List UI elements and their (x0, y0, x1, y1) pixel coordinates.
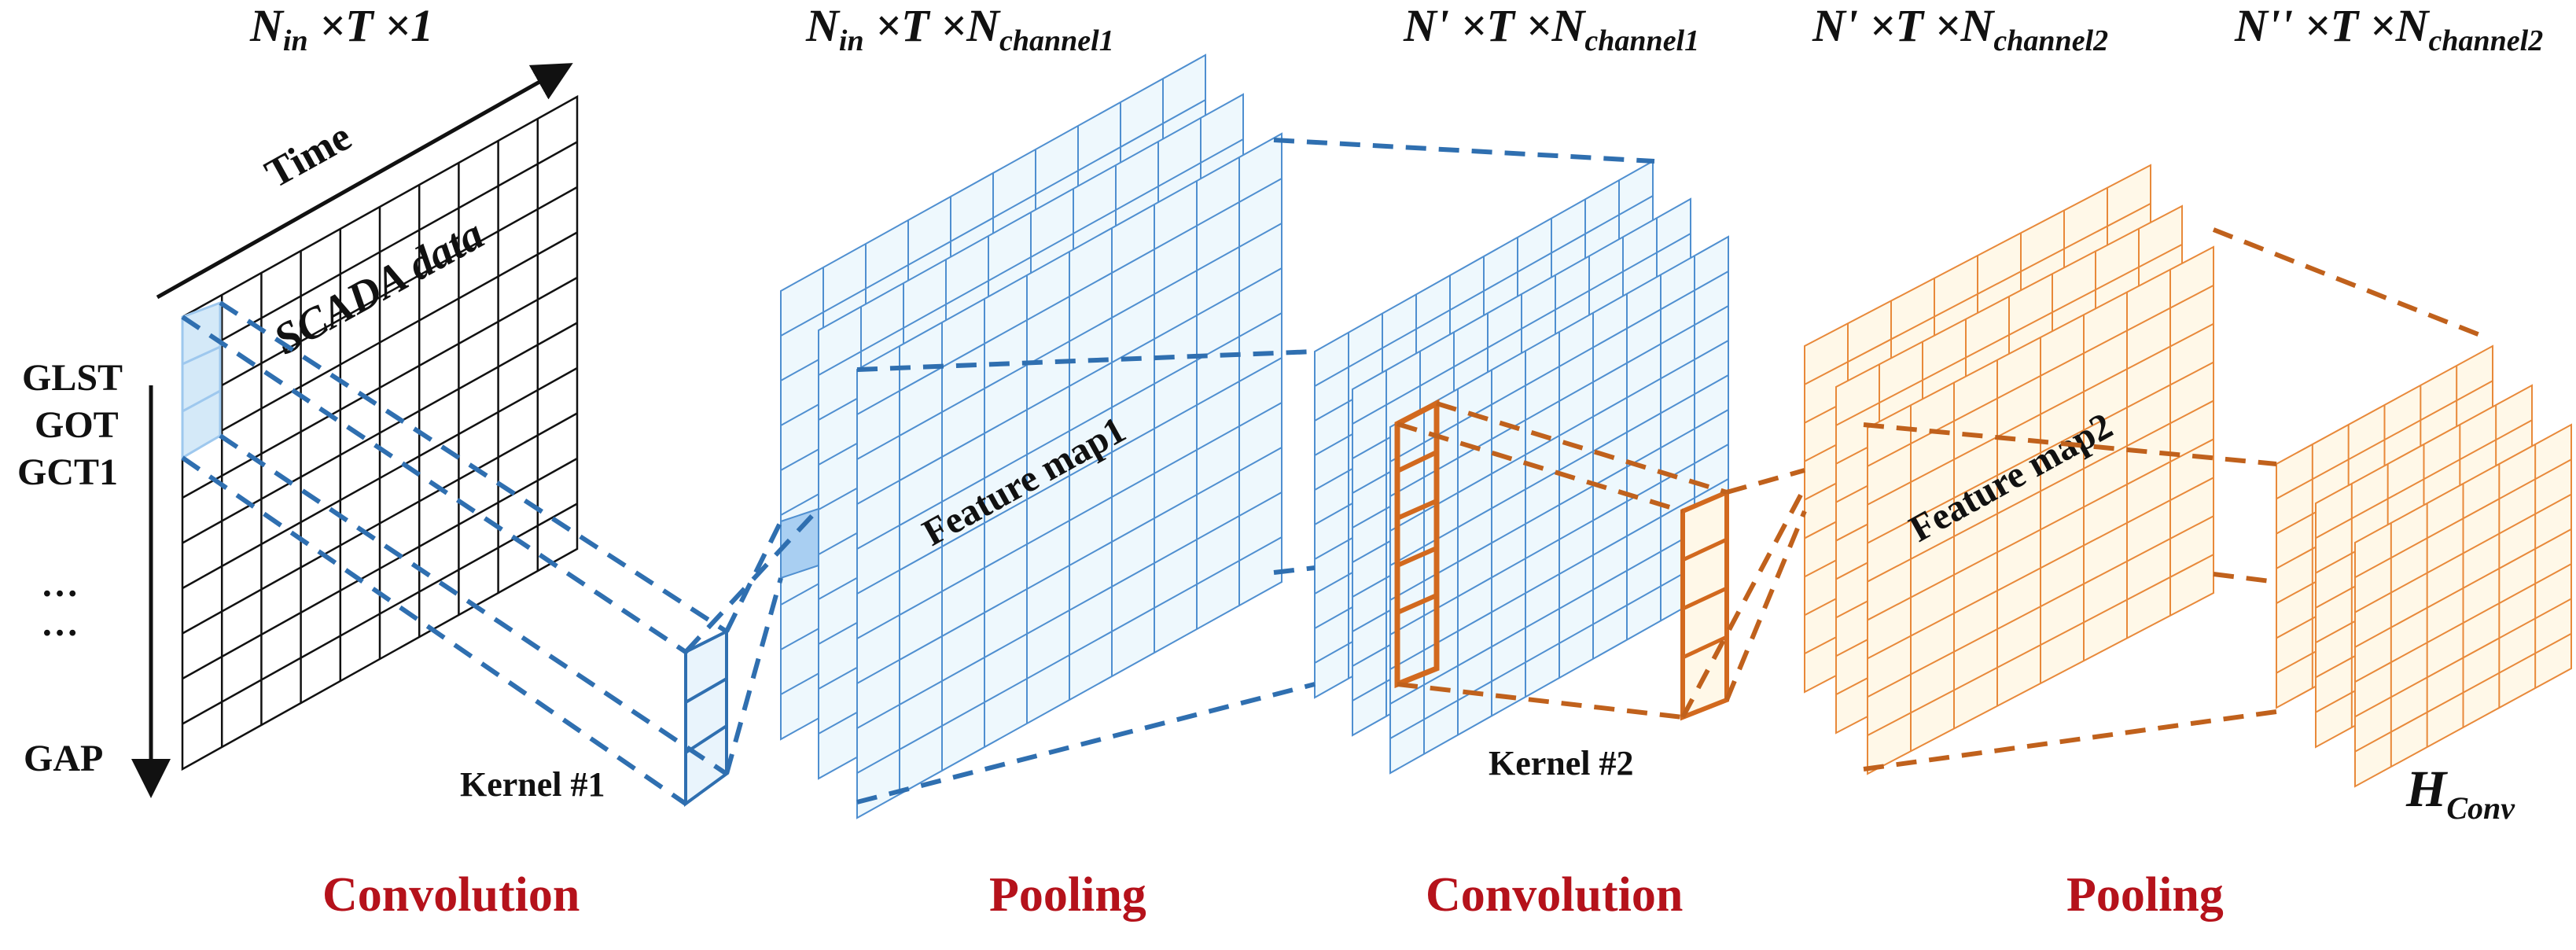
pool1-feature-maps (1314, 160, 1729, 775)
time-label: Time (258, 114, 359, 197)
row-label-gct1: GCT1 (17, 451, 118, 493)
grid-line (2315, 419, 2533, 539)
scada-input-grid (181, 94, 579, 771)
grid-line (1867, 322, 2214, 506)
kernel2-label: Kernel #2 (1489, 744, 1634, 782)
row-label-glst: GLST (22, 357, 123, 399)
grid-line (1804, 203, 2151, 385)
grid-line (1389, 340, 1729, 532)
output-label: HConv (2405, 760, 2515, 826)
time-arrow (156, 63, 573, 300)
grid-line (1867, 285, 2214, 467)
grid-line (856, 536, 1282, 774)
grid-line (182, 503, 578, 725)
conv1-feature-maps (780, 53, 1282, 819)
grid-line (182, 366, 578, 590)
row-label-ellipsis-2: … (41, 602, 79, 644)
dim-label-pool2: N'' ×T ×Nchannel2 (2234, 0, 2543, 57)
grid-line (818, 138, 1244, 376)
grid-line (1867, 515, 2214, 698)
grid-line (1389, 513, 1729, 705)
grid-line (2354, 493, 2572, 613)
orange-dashed-connectors (1397, 227, 2490, 771)
grid-line (2354, 528, 2572, 648)
grid-line (1389, 478, 1729, 670)
stage-title-convolution-2: Convolution (1426, 868, 1684, 922)
dim-label-input: Nin ×T ×1 (249, 0, 433, 57)
kernel1-block (684, 628, 728, 807)
pool2-feature-maps (2276, 344, 2572, 788)
grid-line (1867, 554, 2214, 736)
grid-line (1867, 361, 2214, 544)
grid-line (1389, 305, 1729, 497)
grid-line (1389, 271, 1729, 462)
conv2-feature-maps (1804, 164, 2214, 775)
grid-line (856, 267, 1282, 505)
stage-title-pooling-2: Pooling (2066, 868, 2224, 922)
grid-line (2354, 458, 2572, 579)
grid-line (856, 402, 1282, 639)
kernel1-highlight-cells (181, 300, 222, 460)
grid-line (1835, 244, 2183, 426)
grid-line (182, 141, 578, 363)
grid-line (1389, 409, 1729, 601)
grid-line (1867, 477, 2214, 660)
grid-line (2354, 632, 2572, 753)
kernel1-label: Kernel #1 (460, 765, 605, 804)
grid-line (182, 457, 578, 680)
blue-dashed-connectors (181, 138, 1655, 806)
grid-line (182, 322, 578, 544)
grid-line (1314, 195, 1654, 387)
stage-title-pooling-1: Pooling (989, 868, 1146, 922)
grid-line (856, 447, 1282, 684)
grid-line (856, 357, 1282, 595)
grid-line (1867, 400, 2214, 583)
grid-line (2354, 598, 2572, 718)
grid-line (182, 412, 578, 635)
grid-line (780, 99, 1206, 337)
grid-line (182, 186, 578, 409)
conv1-active-cell (780, 507, 819, 580)
grid-line (1352, 233, 1691, 425)
grid-line (856, 178, 1282, 415)
grid-line (856, 223, 1282, 460)
dim-label-conv1: Nin ×T ×Nchannel1 (805, 0, 1114, 57)
grid-line (182, 231, 578, 454)
row-label-gap: GAP (24, 738, 103, 779)
grid-line (856, 492, 1282, 729)
grid-line (1389, 374, 1729, 566)
row-label-ellipsis-1: … (41, 563, 79, 605)
grid-line (856, 312, 1282, 550)
dim-label-pool1: N' ×T ×Nchannel1 (1403, 0, 1699, 57)
kernel2-frame (1394, 399, 1440, 689)
kernel2-block (1680, 488, 1729, 721)
grid-line (2354, 563, 2572, 683)
grid-line (1389, 547, 1729, 739)
stage-title-convolution-1: Convolution (322, 868, 580, 922)
grid-line (2276, 380, 2493, 500)
grid-line (1867, 438, 2214, 621)
grid-line (182, 276, 578, 499)
row-label-got: GOT (35, 404, 119, 446)
dim-label-conv2: N' ×T ×Nchannel2 (1812, 0, 2108, 57)
